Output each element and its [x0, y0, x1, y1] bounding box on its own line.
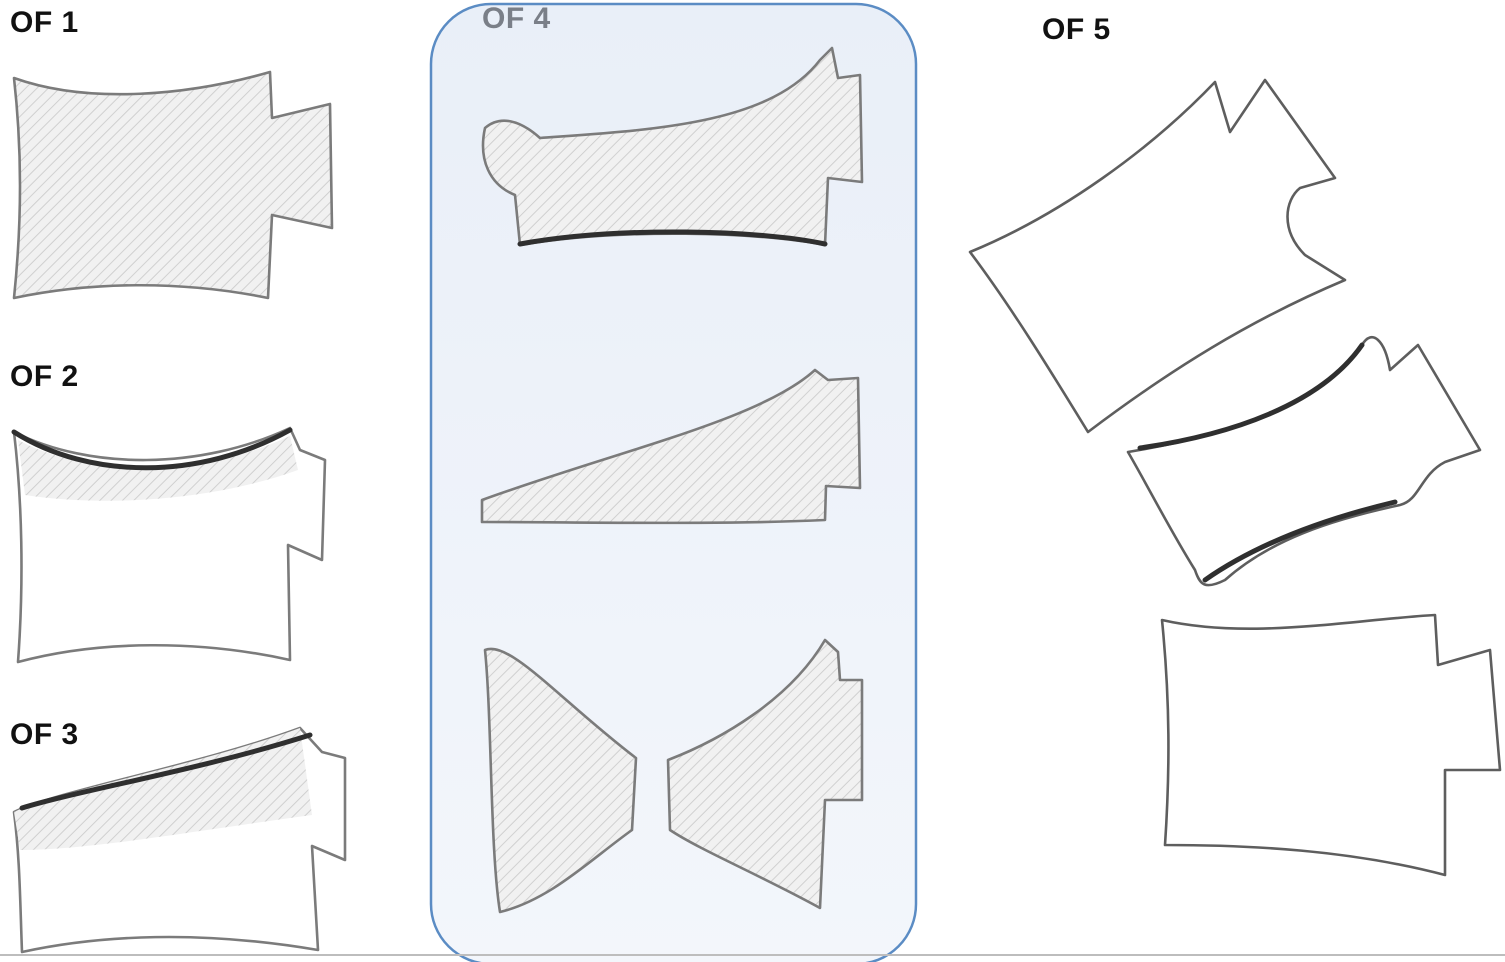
of5-vertebra-middle	[1126, 335, 1482, 587]
of2-vertebra	[11, 426, 327, 664]
of2-label: OF 2	[10, 360, 79, 393]
of3-label: OF 3	[10, 718, 79, 751]
of5-vertebra-top	[968, 78, 1347, 434]
of4-label: OF 4	[482, 2, 551, 35]
of4-vertebra-bottom-left	[483, 647, 638, 914]
of4-vertebra-top	[481, 46, 864, 247]
of3-vertebra	[12, 726, 347, 954]
of4-vertebra-bottom-right	[666, 638, 864, 910]
of1-vertebra	[12, 70, 334, 300]
of5-vertebra-bottom	[1160, 613, 1502, 877]
of5-label: OF 5	[1042, 13, 1111, 46]
of4-vertebra-middle	[480, 368, 862, 525]
of1-label: OF 1	[10, 6, 79, 39]
